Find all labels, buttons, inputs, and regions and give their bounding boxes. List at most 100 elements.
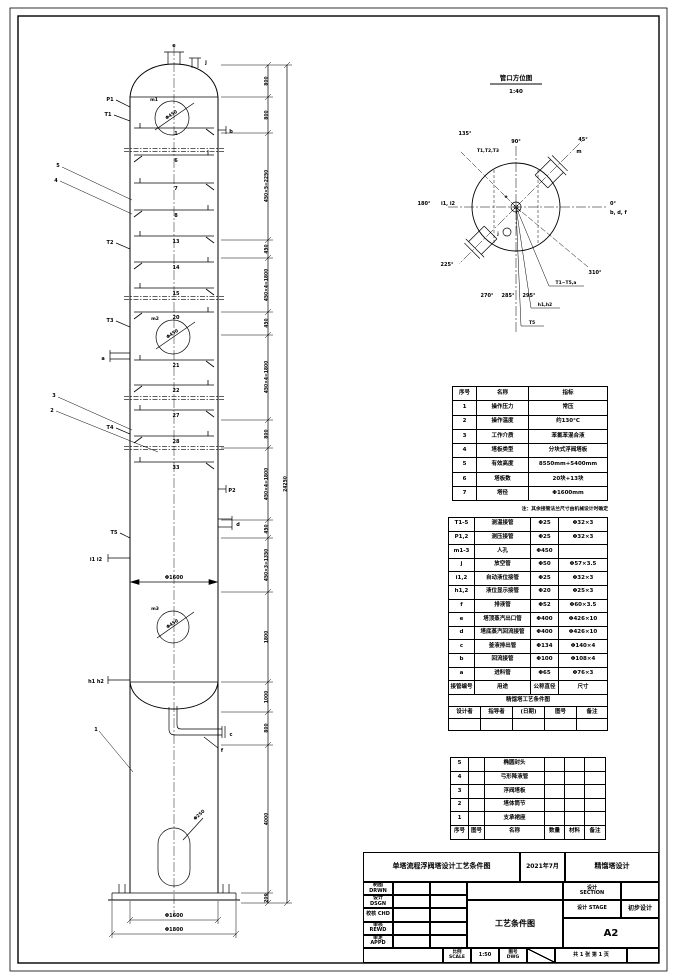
table-cell: Φ25 [530, 517, 559, 532]
table-cell: c [448, 639, 475, 654]
table-cell: Φ450 [530, 544, 559, 559]
angle-label: 295° [523, 293, 536, 299]
table-row: 接管编号用途公称直径尺寸 [448, 680, 608, 695]
table-cell [544, 811, 565, 826]
sig-cell [430, 908, 467, 922]
table-cell: 数量 [544, 824, 565, 840]
table-cell [564, 770, 585, 786]
role-label-dsgn: 设计 DSGN [363, 895, 393, 909]
tray-number: 14 [173, 265, 180, 271]
nozzle-label: f [221, 748, 224, 754]
tray-number: 7 [174, 186, 178, 192]
scale-value: 1:50 [471, 948, 499, 963]
table-cell: Φ76×3 [558, 666, 608, 682]
sig-cell [430, 895, 467, 909]
table-cell: T1-5 [448, 517, 475, 532]
table-cell [584, 797, 606, 813]
sig-cell [430, 882, 467, 896]
nozzle-list-label: h1,h2 [538, 302, 552, 308]
dim-label: 450×4=1800 [264, 468, 270, 501]
table-cell: 操作压力 [476, 400, 529, 416]
table-row: 精馏塔工艺条件图 [448, 694, 608, 707]
signature-table: 精馏塔工艺条件图 设计者 指导者 (日期) 图号 备注 [448, 694, 608, 731]
dim-chains [221, 61, 292, 907]
title-block: 单塔流程浮阀塔设计工艺条件图 2021年7月 精馏塔设计 制图 DRWN 设计 … [363, 852, 659, 963]
sig-cell [393, 882, 430, 896]
nozzle-label: a [101, 356, 104, 362]
table-cell [564, 784, 585, 799]
dim-label: 200 [264, 893, 270, 902]
table-cell: 指导者 [480, 706, 513, 719]
table-cell: Φ50 [530, 557, 559, 573]
table-cell: 人孔 [474, 544, 531, 559]
tray-number: 20 [173, 315, 180, 321]
table-cell: e [448, 612, 475, 627]
nozzle-label: h1 h2 [88, 679, 104, 685]
table-cell: 分块式浮阀塔板 [528, 443, 608, 459]
table-cell: 约130°C [528, 414, 608, 430]
tray-numbers: 1 6 7 8 13 14 15 20 21 22 27 28 33 [173, 131, 180, 471]
dim-label: 450 [264, 244, 270, 253]
table-cell: 材料 [564, 824, 585, 840]
table-cell: 1 [452, 400, 477, 416]
angle-label: 285° [502, 293, 515, 299]
manhole-label: m3 [151, 606, 159, 612]
nozzle-label: j [496, 231, 499, 237]
table-cell: Φ140×4 [558, 639, 608, 654]
nozzle-label: P1 [106, 97, 114, 103]
table-cell: 接管编号 [448, 680, 475, 695]
table-cell: 测压接管 [474, 530, 531, 546]
tray-number: 6 [174, 158, 178, 164]
balloon: 1 [94, 727, 98, 733]
orientation-angle-labels: 90° 45° 0° b, d, f 310° 295° 285° 270° 2… [418, 131, 628, 326]
table-cell: 公称直径 [530, 680, 559, 695]
overall-dim-label: 24250 [283, 476, 289, 492]
skirt-access-dia-label: Φ250 [192, 809, 206, 822]
table-cell: 序号 [452, 385, 477, 402]
dim-label: 800 [264, 76, 270, 85]
balloon: 2 [50, 408, 54, 414]
tray-number: 21 [173, 363, 180, 369]
table-cell: Φ426×10 [558, 625, 608, 641]
sig-caption: 精馏塔工艺条件图 [448, 694, 608, 707]
dim-label: 1800 [264, 631, 270, 644]
table-cell: b [448, 652, 475, 668]
stage-label: 设计 STAGE [563, 900, 621, 918]
bottom-outlet-pipe [168, 706, 226, 749]
side-nozzles [107, 99, 233, 684]
table-cell: 3 [452, 428, 477, 445]
table-cell: a [448, 666, 475, 682]
table-cell: 液位显示接管 [474, 584, 531, 600]
nozzle-label: e [172, 43, 176, 49]
table-cell: Φ25×3 [558, 584, 608, 600]
table-cell: Φ1600mm [528, 486, 608, 502]
tray-number: 8 [174, 213, 178, 219]
table-cell: Φ32×3 [558, 530, 608, 546]
stage-value: 初步设计 [621, 900, 659, 918]
table-row: 序号名称指标 [452, 385, 608, 402]
dim-label: 450×5=2250 [264, 170, 270, 203]
table-cell [584, 757, 606, 772]
nozzle-label: e [504, 195, 507, 200]
table-cell: P1,2 [448, 530, 475, 546]
table-cell: Φ25 [530, 530, 559, 546]
dim-label: 800 [264, 110, 270, 119]
table-row: 设计者 指导者 (日期) 图号 备注 [448, 706, 608, 719]
table-cell: Φ52 [530, 598, 559, 614]
table-cell: 名称 [484, 824, 545, 840]
table-cell: 塔板类型 [476, 443, 529, 459]
